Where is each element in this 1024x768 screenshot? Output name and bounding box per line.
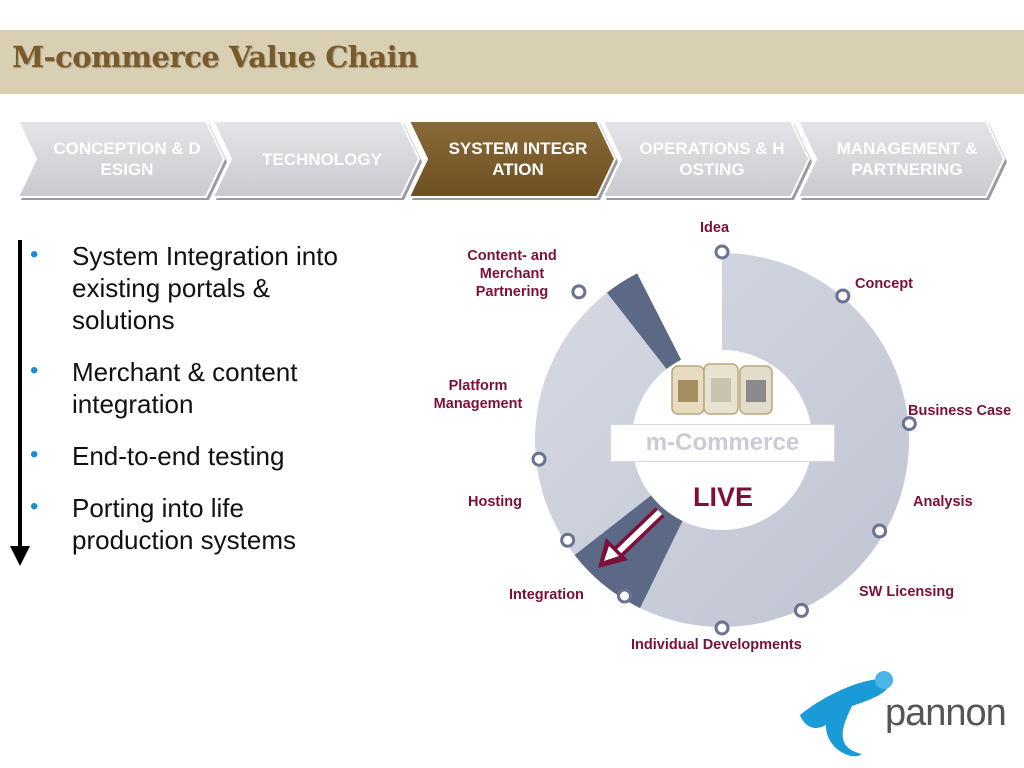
stage-node-business-case: [901, 416, 917, 432]
stage-label-platform-management: Platform Management: [433, 378, 523, 412]
timeline-arrow-head: [10, 546, 30, 566]
chain-step-management: [796, 120, 1006, 198]
chain-step-technology: [211, 120, 421, 198]
stage-node-platform-management: [531, 451, 547, 467]
stage-label-hosting: Hosting: [468, 494, 522, 510]
cycle-ring-partnering-segment: [606, 273, 682, 370]
stage-node-content-merchant-partnering: [571, 284, 587, 300]
stage-label-sw-licensing: SW Licensing: [859, 584, 955, 600]
bullet-dot-icon: •: [30, 441, 39, 468]
stage-node-hosting: [560, 532, 576, 548]
chain-step-conception: [16, 120, 226, 198]
chain-step-operations: [601, 120, 811, 198]
chain-step-label-operations: OPERATIONS & HOSTING: [639, 139, 785, 179]
chain-step-system-integration: [407, 120, 617, 198]
bullet-list: •System Integration into existing portal…: [28, 240, 358, 576]
stage-node-sw-licensing: [793, 602, 809, 618]
center-live-label: LIVE: [692, 482, 753, 512]
stage-node-integration: [616, 588, 632, 604]
center-mcommerce-label: m-Commerce: [610, 424, 835, 462]
phones-icon: [671, 363, 773, 415]
pannon-logo-text: pannon: [885, 692, 1007, 734]
bullet-dot-icon: •: [30, 493, 39, 520]
stage-node-individual-developments: [714, 620, 730, 636]
stage-label-individual-developments: Individual Developments: [631, 637, 802, 653]
bullet-item: •Porting into life production systems: [30, 493, 296, 555]
chain-step-label-conception: CONCEPTION & DESIGN: [53, 139, 201, 179]
chain-step-label-system-integration: SYSTEM INTEGRATION: [448, 139, 588, 179]
stage-label-business-case: Business Case: [908, 403, 1012, 419]
stage-node-analysis: [872, 523, 888, 539]
bullet-item: •End-to-end testing: [30, 441, 285, 471]
bullet-item: •System Integration into existing portal…: [30, 241, 338, 335]
stage-label-content-merchant-partnering: Content- and Merchant Partnering: [467, 248, 557, 300]
title-band: M-commerce Value Chain: [0, 30, 1024, 94]
slide-title: M-commerce Value Chain: [12, 40, 418, 74]
stage-node-concept: [835, 288, 851, 304]
chain-step-label-technology: TECHNOLOGY: [262, 149, 382, 169]
integration-arrow-icon: [598, 507, 665, 568]
chain-step-label-management: MANAGEMENT & PARTNERING: [836, 139, 978, 179]
stage-label-concept: Concept: [855, 276, 913, 292]
stage-node-idea: [714, 244, 730, 260]
stage-label-integration: Integration: [509, 587, 584, 603]
bullet-item: •Merchant & content integration: [30, 357, 298, 419]
bullet-dot-icon: •: [30, 241, 39, 268]
stage-label-idea: Idea: [700, 220, 730, 236]
bullet-dot-icon: •: [30, 357, 39, 384]
stage-label-analysis: Analysis: [913, 494, 973, 510]
